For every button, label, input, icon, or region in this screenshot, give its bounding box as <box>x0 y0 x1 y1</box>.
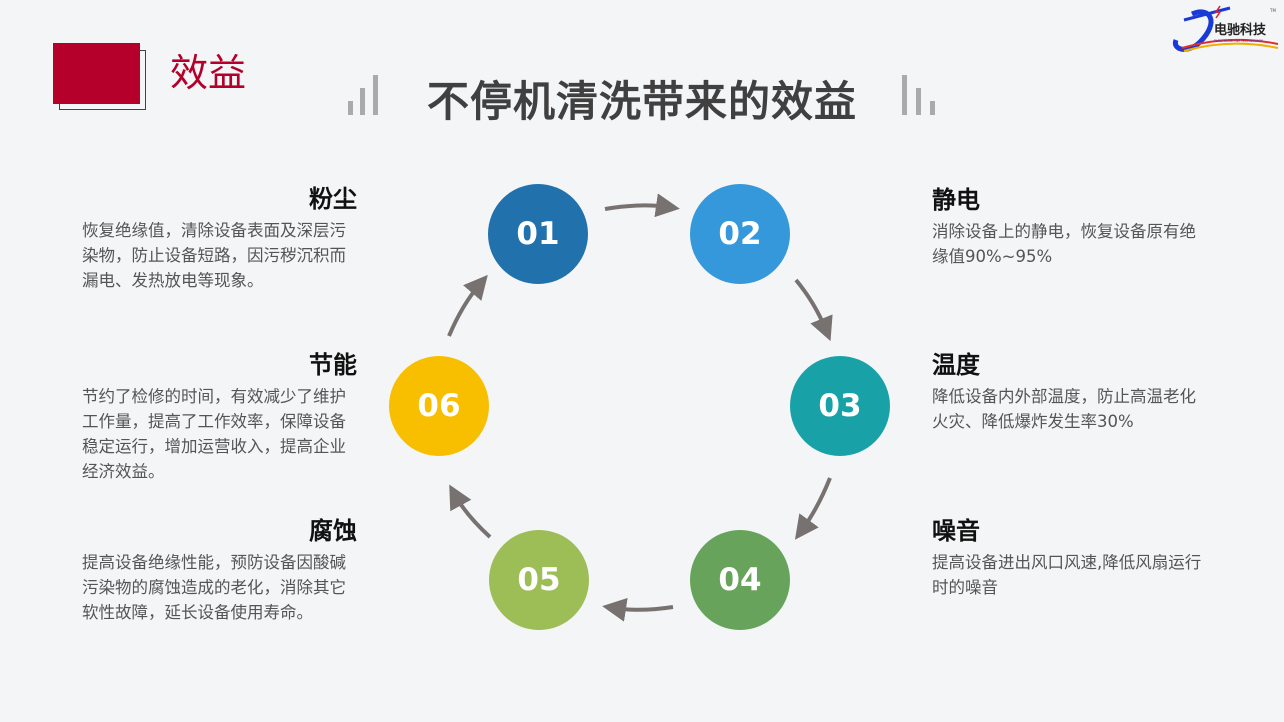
arrow-06-01 <box>447 274 488 337</box>
step-circle-03: 03 <box>790 356 890 456</box>
svg-text:电驰科技: 电驰科技 <box>1214 22 1267 38</box>
benefit-title: 静电 <box>932 186 980 214</box>
benefit-desc: 消除设备上的静电，恢复设备原有绝缘值90%~95% <box>932 222 1196 266</box>
section-title: 效益 <box>170 51 247 95</box>
arrow-01-02 <box>604 193 680 218</box>
arrow-04-05 <box>602 597 674 622</box>
main-title: 不停机清洗带来的效益 <box>426 77 857 126</box>
benefit-temperature: 温度 降低设备内外部温度，防止高温老化火灾、降低爆炸发生率30% <box>932 350 1202 434</box>
step-circle-05: 05 <box>489 530 589 630</box>
benefit-title: 粉尘 <box>309 185 357 213</box>
benefit-desc: 恢复绝缘值，清除设备表面及深层污染物，防止设备短路，因污秽沉积而漏电、发热放电等… <box>82 221 346 290</box>
benefit-title: 腐蚀 <box>309 517 357 545</box>
benefit-desc: 提高设备进出风口风速,降低风扇运行时的噪音 <box>932 553 1202 597</box>
benefit-title: 噪音 <box>932 517 980 545</box>
benefit-title: 温度 <box>932 351 980 379</box>
benefit-energy: 节能 节约了检修的时间，有效减少了维护工作量，提高了工作效率，保障设备稳定运行，… <box>82 350 357 484</box>
svg-text:ELECTRICAL GW TECHNOLOGY: ELECTRICAL GW TECHNOLOGY <box>1214 39 1263 43</box>
benefit-static: 静电 消除设备上的静电，恢复设备原有绝缘值90%~95% <box>932 185 1202 269</box>
benefit-desc: 降低设备内外部温度，防止高温老化火灾、降低爆炸发生率30% <box>932 387 1196 431</box>
step-circle-06: 06 <box>389 356 489 456</box>
arrow-05-06 <box>449 484 492 539</box>
svg-text:TM: TM <box>1269 8 1276 13</box>
benefit-desc: 节约了检修的时间，有效减少了维护工作量，提高了工作效率，保障设备稳定运行，增加运… <box>82 387 346 481</box>
arrow-03-04 <box>794 477 832 540</box>
company-logo: 电驰科技 ELECTRICAL GW TECHNOLOGY TM <box>1170 4 1280 56</box>
section-box <box>53 43 140 104</box>
benefit-noise: 噪音 提高设备进出风口风速,降低风扇运行时的噪音 <box>932 516 1202 600</box>
benefit-corrosion: 腐蚀 提高设备绝缘性能，预防设备因酸碱污染物的腐蚀造成的老化，消除其它软性故障，… <box>82 516 357 625</box>
benefit-title: 节能 <box>309 351 357 379</box>
arrow-02-03 <box>794 278 833 342</box>
benefit-dust: 粉尘 恢复绝缘值，清除设备表面及深层污染物，防止设备短路，因污秽沉积而漏电、发热… <box>82 184 357 293</box>
step-circle-01: 01 <box>488 184 588 284</box>
step-circle-04: 04 <box>690 530 790 630</box>
benefit-desc: 提高设备绝缘性能，预防设备因酸碱污染物的腐蚀造成的老化，消除其它软性故障，延长设… <box>82 553 346 622</box>
step-circle-02: 02 <box>690 184 790 284</box>
